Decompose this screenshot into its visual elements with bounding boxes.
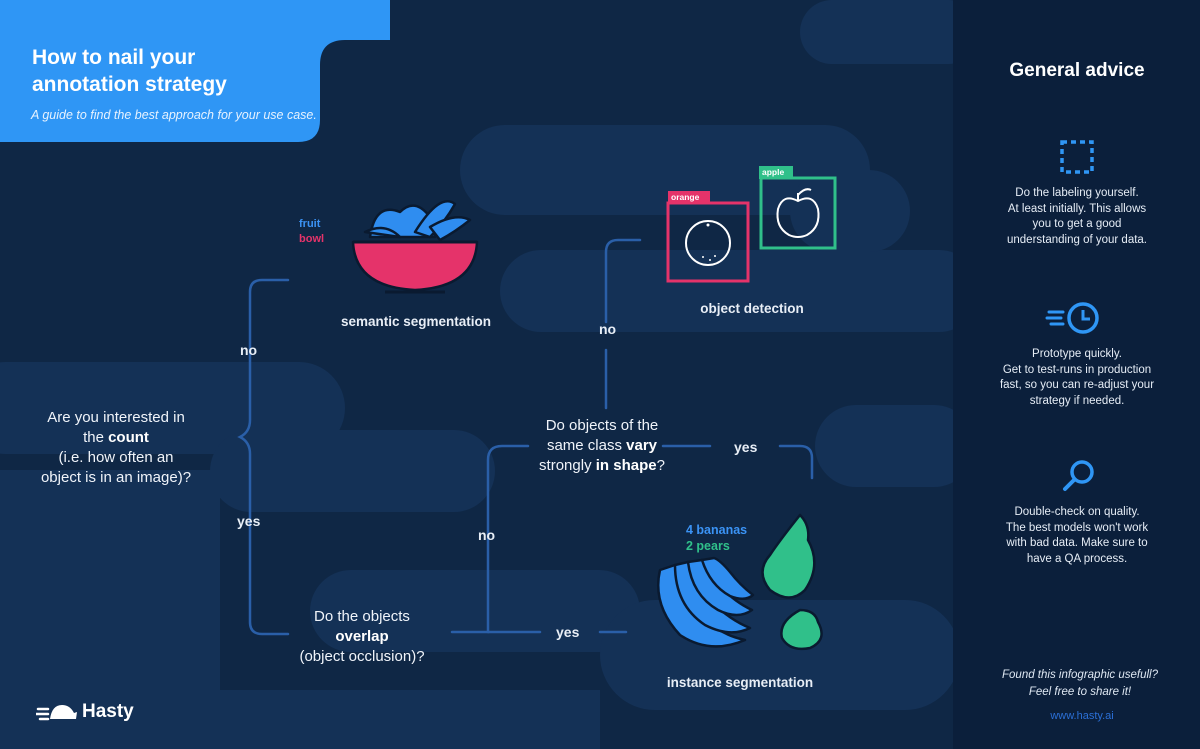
header-blob bbox=[0, 0, 390, 142]
question-overlap-line: Do the objects bbox=[314, 608, 410, 625]
question-count-line: object is in an image)? bbox=[40, 469, 192, 486]
connector-count-brace bbox=[237, 278, 290, 636]
header-blob-tail bbox=[300, 0, 390, 40]
dashed-square-icon bbox=[1060, 140, 1094, 174]
sidebar-title: General advice bbox=[1009, 60, 1145, 81]
outcome-semantic-segmentation: semantic segmentation bbox=[340, 314, 492, 329]
branch-overlap-no: no bbox=[478, 527, 496, 543]
sidebar-general-advice bbox=[953, 0, 1200, 749]
question-count: Are you interested in the count (i.e. ho… bbox=[41, 408, 191, 488]
tip-quality-line: with bad data. Make sure to bbox=[1006, 537, 1148, 549]
banana bbox=[700, 556, 755, 600]
question-count-keyword: count bbox=[108, 429, 149, 446]
question-shape-keyword: in shape bbox=[595, 457, 657, 474]
bg-pill bbox=[790, 170, 910, 252]
tip-prototype: Prototype quickly. Get to test-runs in p… bbox=[1000, 347, 1154, 409]
bg-pill bbox=[815, 405, 975, 487]
bg-pill bbox=[0, 690, 600, 749]
tip-prototype-line: Get to test-runs in production bbox=[1002, 363, 1152, 376]
fast-clock-icon bbox=[1045, 302, 1099, 334]
question-count-text: the bbox=[83, 429, 109, 446]
bg-pill bbox=[460, 125, 870, 215]
connector-shape-no bbox=[604, 238, 642, 324]
bg-pill bbox=[210, 430, 495, 512]
website-link[interactable]: www.hasty.ai bbox=[1050, 710, 1114, 722]
branch-shape-no: no bbox=[599, 321, 617, 337]
question-overlap-line: (object occlusion)? bbox=[299, 648, 425, 665]
branch-count-no: no bbox=[240, 342, 258, 358]
label-bananas-count: 4 bananas bbox=[686, 523, 748, 537]
tip-prototype-line: strategy if needed. bbox=[1029, 394, 1125, 407]
bg-pill bbox=[500, 250, 980, 332]
tip-quality-line: have a QA process. bbox=[1026, 552, 1128, 565]
fruit-bowl-illustration bbox=[351, 200, 479, 294]
tip-labeling: Do the labeling yourself. At least initi… bbox=[1007, 186, 1147, 248]
tag-orange: orange bbox=[671, 192, 700, 202]
orange-bbox bbox=[666, 201, 750, 283]
tip-labeling-line: Do the labeling yourself. bbox=[1015, 187, 1139, 199]
question-count-line: the count bbox=[41, 428, 191, 448]
branch-shape-yes: yes bbox=[734, 439, 758, 455]
tag-apple: apple bbox=[762, 167, 785, 177]
apple-bbox bbox=[759, 176, 837, 250]
object-detection-illustration bbox=[666, 166, 837, 283]
bg-pill bbox=[800, 0, 980, 64]
question-shape-line: Do objects of the bbox=[545, 417, 659, 434]
tip-quality-line: The best models won't work bbox=[1005, 521, 1149, 534]
question-count-line: Are you interested in bbox=[47, 409, 185, 426]
brand-name: Hasty bbox=[82, 701, 134, 722]
question-shape-text: same class bbox=[546, 437, 627, 454]
tip-labeling-line: understanding of your data. bbox=[1006, 233, 1148, 246]
orange-fruit bbox=[685, 220, 731, 266]
question-shape-line: strongly in shape? bbox=[539, 456, 665, 476]
question-shape-text: ? bbox=[656, 457, 665, 474]
question-overlap-line: overlap bbox=[299, 627, 424, 647]
question-overlap: Do the objects overlap (object occlusion… bbox=[299, 607, 424, 667]
bg-pill bbox=[310, 570, 640, 652]
tip-prototype-line: fast, so you can re-adjust your bbox=[999, 379, 1155, 391]
instance-segmentation-illustration bbox=[656, 513, 823, 651]
sidebar-footer-line: Found this infographic usefull? bbox=[1002, 669, 1158, 681]
connector-shape-yes bbox=[661, 444, 814, 480]
apple-fruit bbox=[776, 197, 820, 238]
question-shape-text: strongly bbox=[539, 457, 596, 474]
question-count-line: (i.e. how often an bbox=[58, 449, 174, 466]
label-fruit: fruit bbox=[299, 218, 321, 230]
page-title: How to nail your annotation strategy bbox=[32, 46, 227, 96]
tip-labeling-line: you to get a good bbox=[1032, 218, 1122, 230]
question-overlap-keyword: overlap bbox=[335, 628, 389, 645]
question-shape: Do objects of the same class vary strong… bbox=[539, 416, 665, 476]
hasty-logo-icon bbox=[36, 705, 77, 721]
tip-labeling-line: At least initially. This allows bbox=[1007, 202, 1147, 215]
tip-prototype-line: Prototype quickly. bbox=[1032, 348, 1122, 360]
pear-small bbox=[780, 608, 823, 651]
label-pears-count: 2 pears bbox=[686, 539, 730, 553]
outcome-instance-segmentation: instance segmentation bbox=[666, 675, 814, 690]
page-subtitle: A guide to find the best approach for yo… bbox=[31, 108, 317, 122]
pear-large bbox=[761, 513, 816, 599]
connector-overlap-split bbox=[450, 444, 530, 634]
tip-quality-line: Double-check on quality. bbox=[1014, 506, 1140, 518]
tip-quality: Double-check on quality. The best models… bbox=[1006, 505, 1148, 567]
label-bowl: bowl bbox=[299, 233, 325, 245]
branch-overlap-yes: yes bbox=[556, 624, 580, 640]
sidebar-footer: Found this infographic usefull? Feel fre… bbox=[1002, 667, 1158, 701]
outcome-object-detection: object detection bbox=[700, 301, 804, 316]
question-shape-line: same class vary bbox=[539, 436, 665, 456]
sidebar-footer-line: Feel free to share it! bbox=[1028, 686, 1132, 698]
question-shape-keyword: vary bbox=[626, 437, 658, 454]
magnifier-icon bbox=[1063, 460, 1094, 491]
branch-count-yes: yes bbox=[237, 513, 261, 529]
